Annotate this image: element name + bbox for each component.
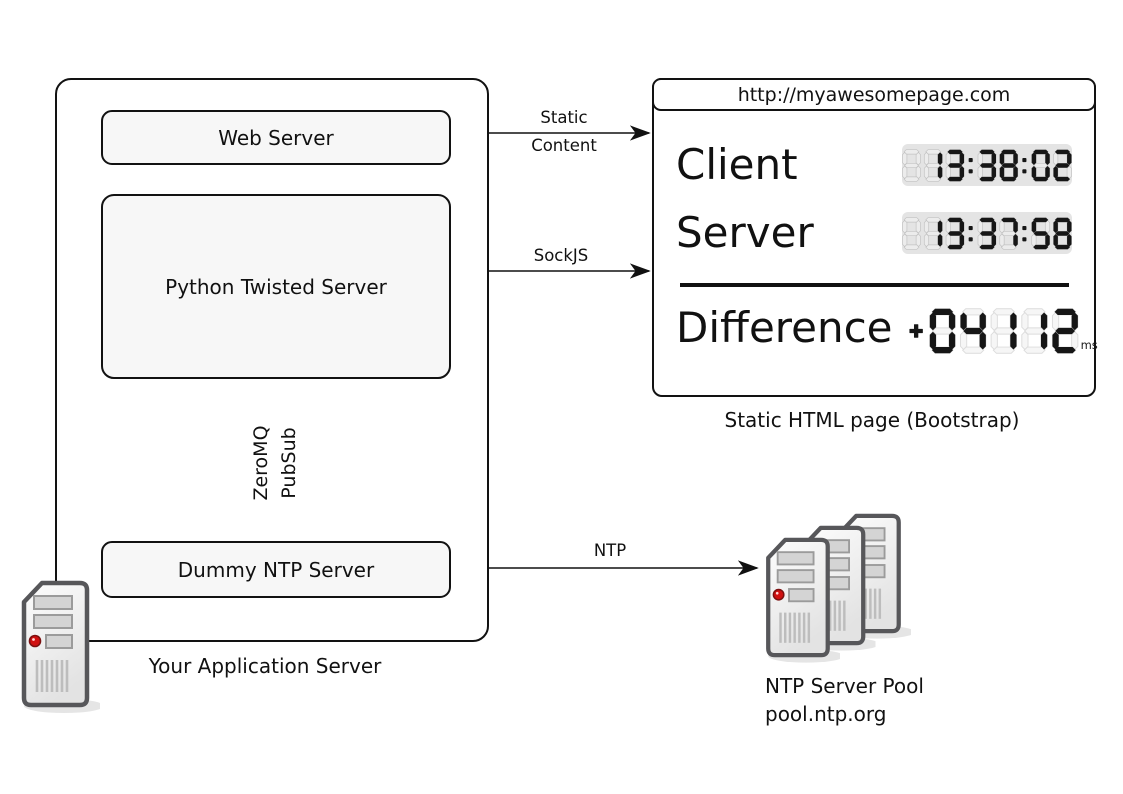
browser-url: http://myawesomepage.com [737, 83, 1011, 106]
python-twisted-server-box: Python Twisted Server [101, 194, 451, 379]
static-content-label-line1: Static [540, 108, 588, 127]
server-clock-digits [902, 216, 1072, 250]
difference-unit: ms [1080, 338, 1098, 352]
client-label: Client [676, 140, 798, 189]
web-server-box: Web Server [101, 110, 451, 165]
browser-caption: Static HTML page (Bootstrap) [724, 408, 1020, 432]
pubsub-label: PubSub [278, 427, 300, 499]
static-content-label-line2: Content [531, 136, 597, 155]
ntp-pool-caption-line2: pool.ntp.org [765, 702, 887, 726]
dummy-ntp-server-label: Dummy NTP Server [177, 557, 375, 582]
web-server-label: Web Server [218, 125, 334, 150]
client-clock-digits [902, 148, 1072, 182]
python-twisted-server-label: Python Twisted Server [165, 274, 387, 299]
application-server-caption: Your Application Server [148, 654, 382, 678]
browser-address-bar[interactable]: http://myawesomepage.com [652, 78, 1096, 111]
server-clock [902, 212, 1072, 254]
dummy-ntp-server-box: Dummy NTP Server [101, 541, 451, 598]
server-tower-icon [10, 574, 100, 714]
difference-display: ms [908, 308, 1098, 354]
server-label: Server [676, 208, 814, 257]
difference-label: Difference [676, 303, 893, 352]
server-tower-stack-icon [755, 507, 925, 677]
ntp-label: NTP [593, 541, 627, 560]
difference-digits [909, 308, 1079, 354]
zeromq-label: ZeroMQ [250, 425, 272, 501]
browser-divider-line [680, 283, 1069, 287]
sockjs-label: SockJS [533, 246, 589, 265]
ntp-pool-caption-line1: NTP Server Pool [765, 674, 924, 698]
client-clock [902, 144, 1072, 186]
ntp-pool-caption: NTP Server Pool pool.ntp.org [765, 672, 924, 728]
